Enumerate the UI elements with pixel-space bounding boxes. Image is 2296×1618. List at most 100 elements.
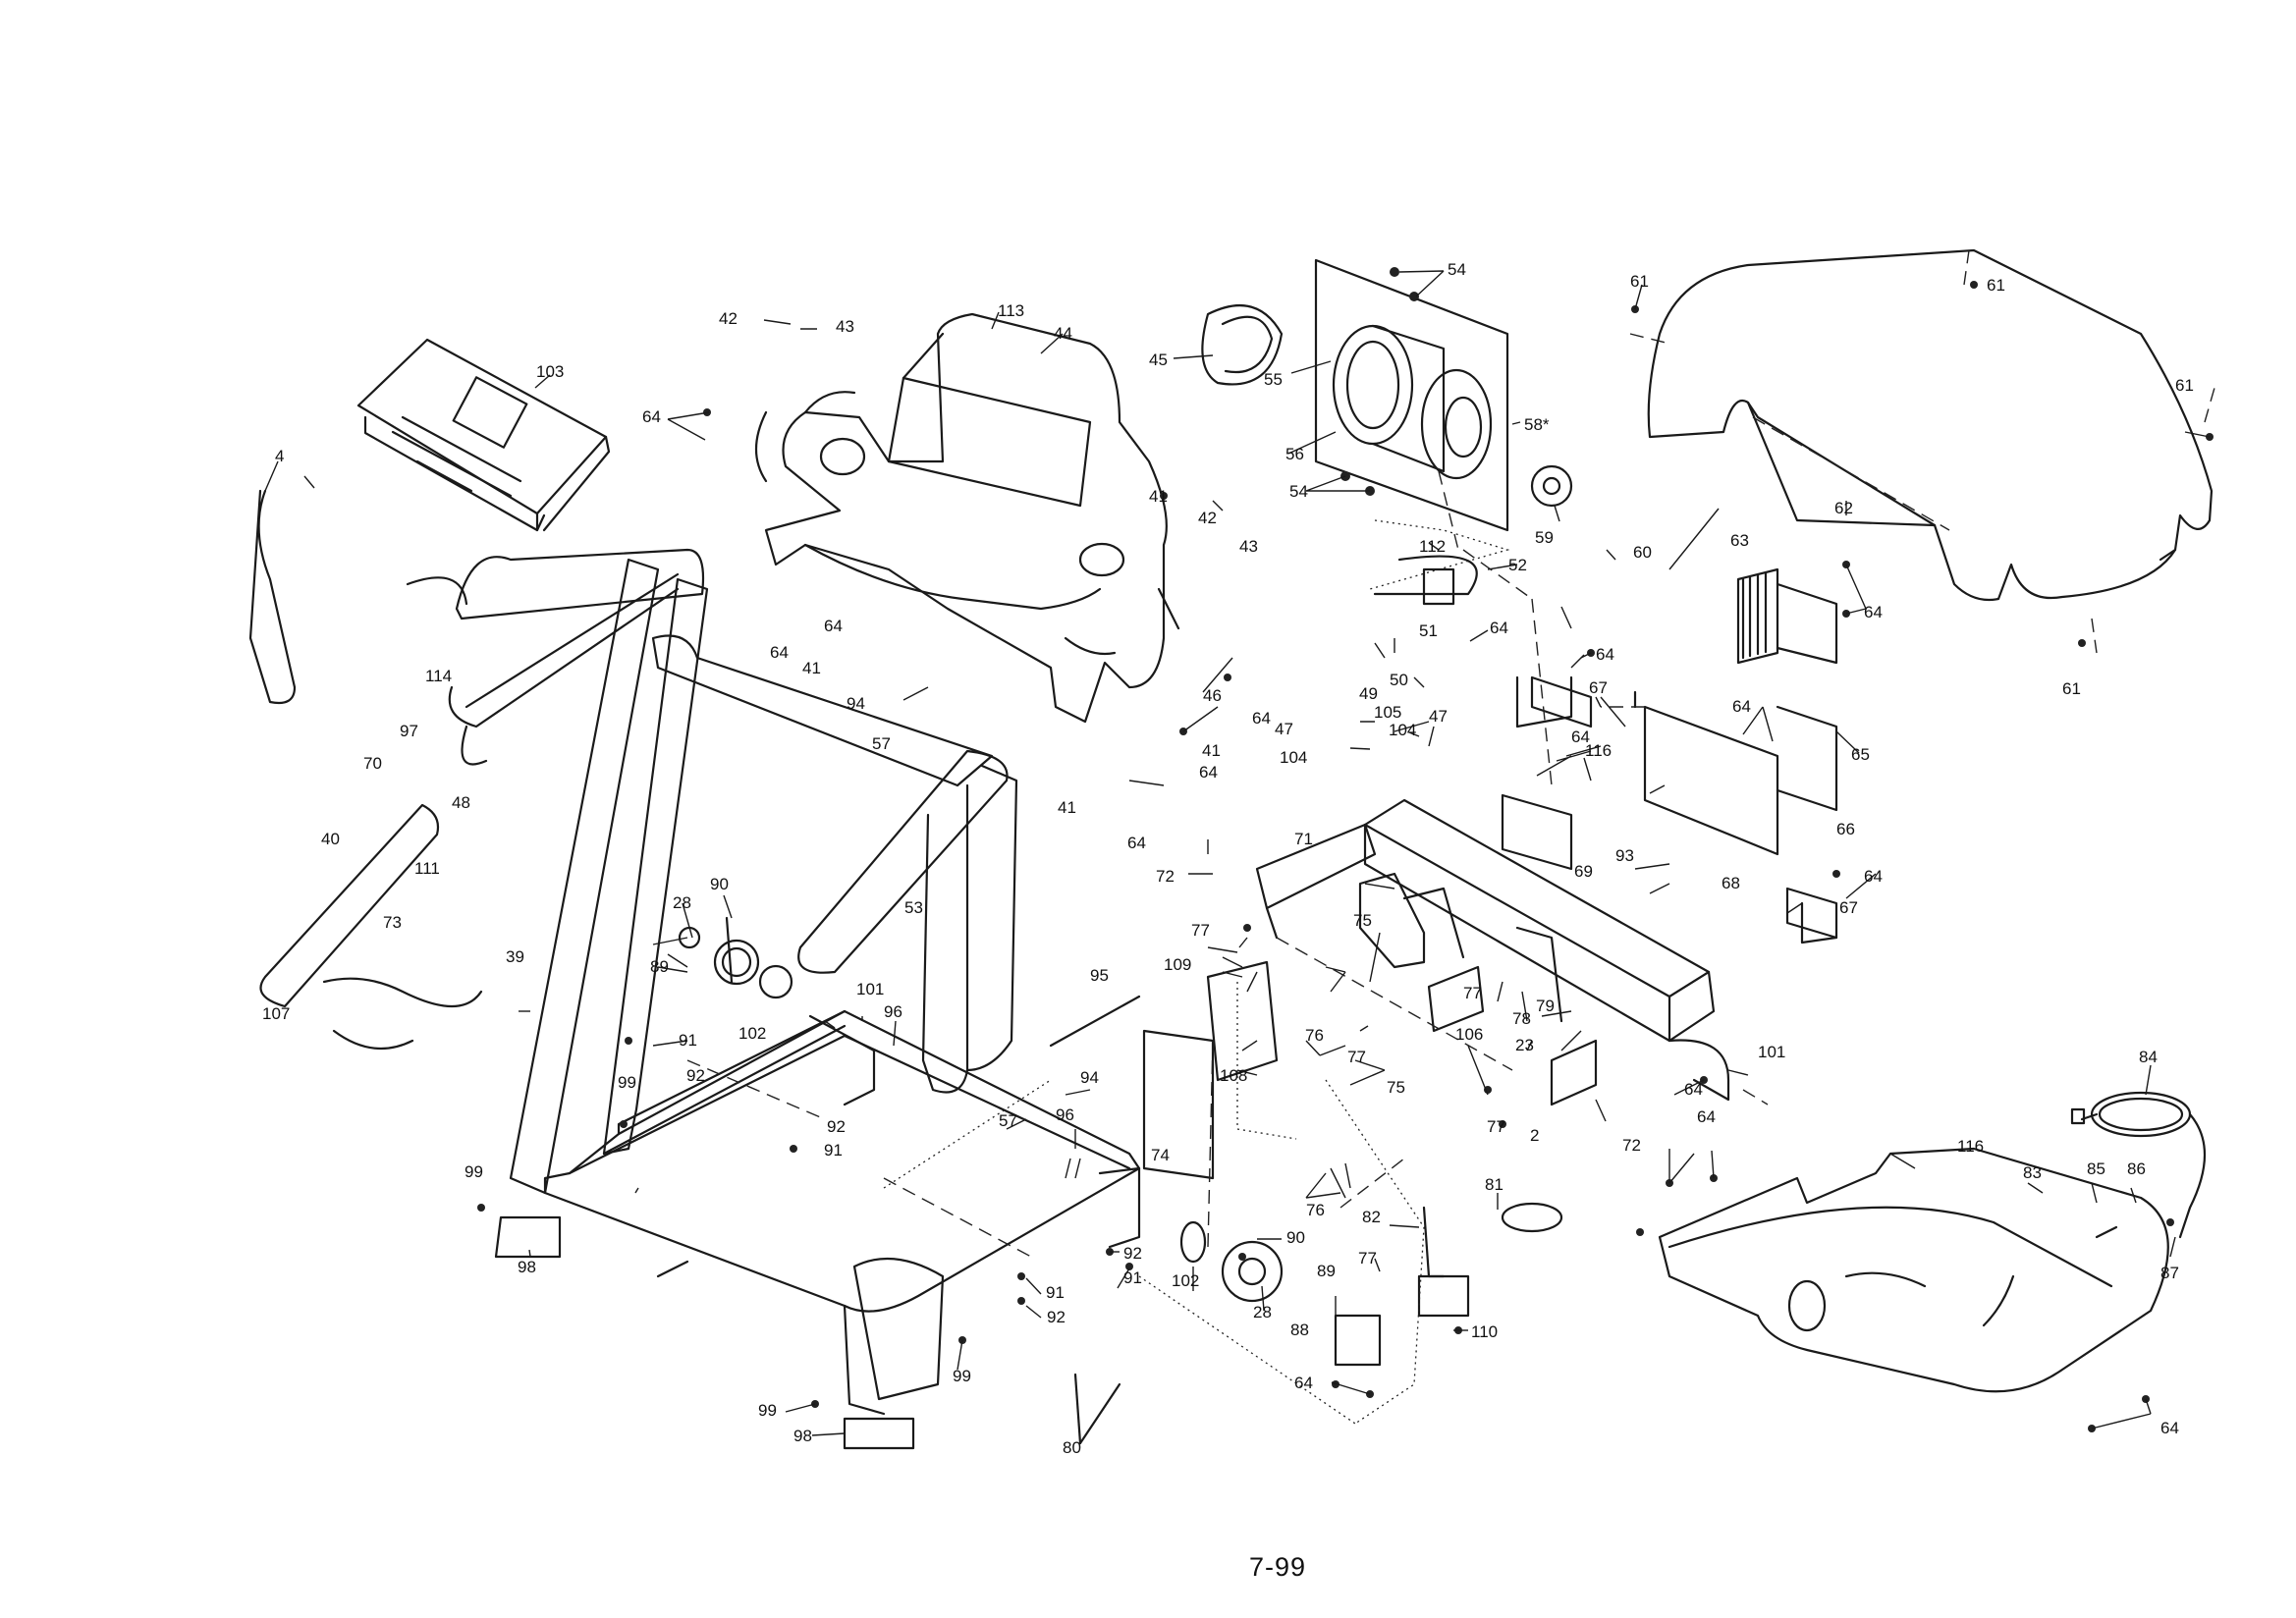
callout-61: 61 xyxy=(2062,679,2081,698)
callout-84: 84 xyxy=(2139,1048,2158,1066)
callout-116: 116 xyxy=(1585,741,1612,760)
console-base xyxy=(755,312,1180,724)
callout-109: 109 xyxy=(1164,955,1191,974)
callout-76: 76 xyxy=(1306,1201,1325,1219)
callout-51: 51 xyxy=(1419,621,1438,640)
callout-88: 88 xyxy=(1290,1321,1309,1339)
console-display-panel xyxy=(356,338,611,532)
callout-72: 72 xyxy=(1156,867,1175,886)
callout-65: 65 xyxy=(1851,745,1870,764)
callout-64: 64 xyxy=(1864,603,1883,621)
callout-64: 64 xyxy=(2160,1419,2179,1437)
callout-4: 4 xyxy=(275,447,284,465)
callout-78: 78 xyxy=(1512,1009,1531,1028)
callout-107: 107 xyxy=(262,1004,290,1023)
callout-103: 103 xyxy=(536,362,564,381)
callout-86: 86 xyxy=(2127,1160,2146,1178)
callout-73: 73 xyxy=(383,913,402,932)
callout-111: 111 xyxy=(414,859,440,878)
callout-98: 98 xyxy=(793,1427,812,1445)
callout-64: 64 xyxy=(1199,763,1218,782)
callout-64: 64 xyxy=(1596,645,1614,664)
callout-75: 75 xyxy=(1353,911,1372,930)
callout-42: 42 xyxy=(1198,509,1217,527)
callout-101: 101 xyxy=(856,980,884,998)
callout-92: 92 xyxy=(1047,1308,1066,1326)
callout-112: 112 xyxy=(1419,537,1446,556)
callout-64: 64 xyxy=(1127,834,1146,852)
callout-64: 64 xyxy=(1252,709,1271,728)
callout-106: 106 xyxy=(1455,1025,1483,1044)
callout-101: 101 xyxy=(1758,1043,1785,1061)
callout-85: 85 xyxy=(2087,1160,2105,1178)
callout-61: 61 xyxy=(2175,376,2194,395)
callout-23: 23 xyxy=(1515,1036,1534,1054)
callout-70: 70 xyxy=(363,754,382,773)
callout-59: 59 xyxy=(1535,528,1554,547)
callout-45: 45 xyxy=(1149,351,1168,369)
callout-75: 75 xyxy=(1387,1078,1405,1097)
callout-92: 92 xyxy=(1123,1244,1142,1263)
callout-108: 108 xyxy=(1220,1066,1247,1085)
callout-57: 57 xyxy=(872,734,891,753)
callout-94: 94 xyxy=(847,694,865,713)
callout-79: 79 xyxy=(1536,997,1555,1015)
callout-93: 93 xyxy=(1615,846,1634,865)
callout-77: 77 xyxy=(1358,1249,1377,1267)
callout-95: 95 xyxy=(1090,966,1109,985)
callout-99: 99 xyxy=(953,1367,971,1385)
upright-frame xyxy=(448,548,709,1195)
callout-96: 96 xyxy=(1056,1106,1074,1124)
base-frame xyxy=(543,1009,1141,1416)
callout-54: 54 xyxy=(1289,482,1308,501)
callout-57: 57 xyxy=(999,1111,1017,1130)
callout-91: 91 xyxy=(679,1031,697,1050)
callout-92: 92 xyxy=(827,1117,846,1136)
callout-90: 90 xyxy=(1286,1228,1305,1247)
callout-67: 67 xyxy=(1839,898,1858,917)
callout-44: 44 xyxy=(1054,324,1072,343)
power-cord xyxy=(2070,1091,2206,1239)
callout-87: 87 xyxy=(2160,1264,2179,1282)
controller-boards xyxy=(1501,567,1838,940)
callout-91: 91 xyxy=(824,1141,843,1160)
small-parts xyxy=(248,489,1838,1450)
callout-81: 81 xyxy=(1485,1175,1503,1194)
callout-80: 80 xyxy=(1063,1438,1081,1457)
callout-50: 50 xyxy=(1390,671,1408,689)
callout-90: 90 xyxy=(710,875,729,893)
callout-28: 28 xyxy=(1253,1303,1272,1321)
callout-41: 41 xyxy=(802,659,821,677)
callout-64: 64 xyxy=(1864,867,1883,886)
callout-54: 54 xyxy=(1448,260,1466,279)
callout-98: 98 xyxy=(518,1258,536,1276)
callout-99: 99 xyxy=(465,1162,483,1181)
callout-64: 64 xyxy=(642,407,661,426)
callout-41: 41 xyxy=(1149,487,1168,506)
handle-tubes xyxy=(259,634,1018,1094)
callout-77: 77 xyxy=(1463,984,1482,1002)
callout-64: 64 xyxy=(824,617,843,635)
callout-71: 71 xyxy=(1294,830,1313,848)
callout-104: 104 xyxy=(1280,748,1307,767)
callout-61: 61 xyxy=(1630,272,1649,291)
callout-48: 48 xyxy=(452,793,470,812)
callout-47: 47 xyxy=(1429,707,1448,726)
callout-64: 64 xyxy=(1571,728,1590,746)
callout-55: 55 xyxy=(1264,370,1283,389)
callout-47: 47 xyxy=(1275,720,1293,738)
callout-42: 42 xyxy=(719,309,738,328)
callout-83: 83 xyxy=(2023,1163,2042,1182)
callout-77: 77 xyxy=(1347,1048,1366,1066)
callout-92: 92 xyxy=(686,1066,705,1085)
leader-lines xyxy=(264,270,2211,1436)
callout-49: 49 xyxy=(1359,684,1378,703)
callout-64: 64 xyxy=(1732,697,1751,716)
callout-104: 104 xyxy=(1389,721,1416,739)
callout-66: 66 xyxy=(1836,820,1855,838)
callout-64: 64 xyxy=(770,643,789,662)
callout-94: 94 xyxy=(1080,1068,1099,1087)
callout-105: 105 xyxy=(1374,703,1401,722)
callout-82: 82 xyxy=(1362,1208,1381,1226)
